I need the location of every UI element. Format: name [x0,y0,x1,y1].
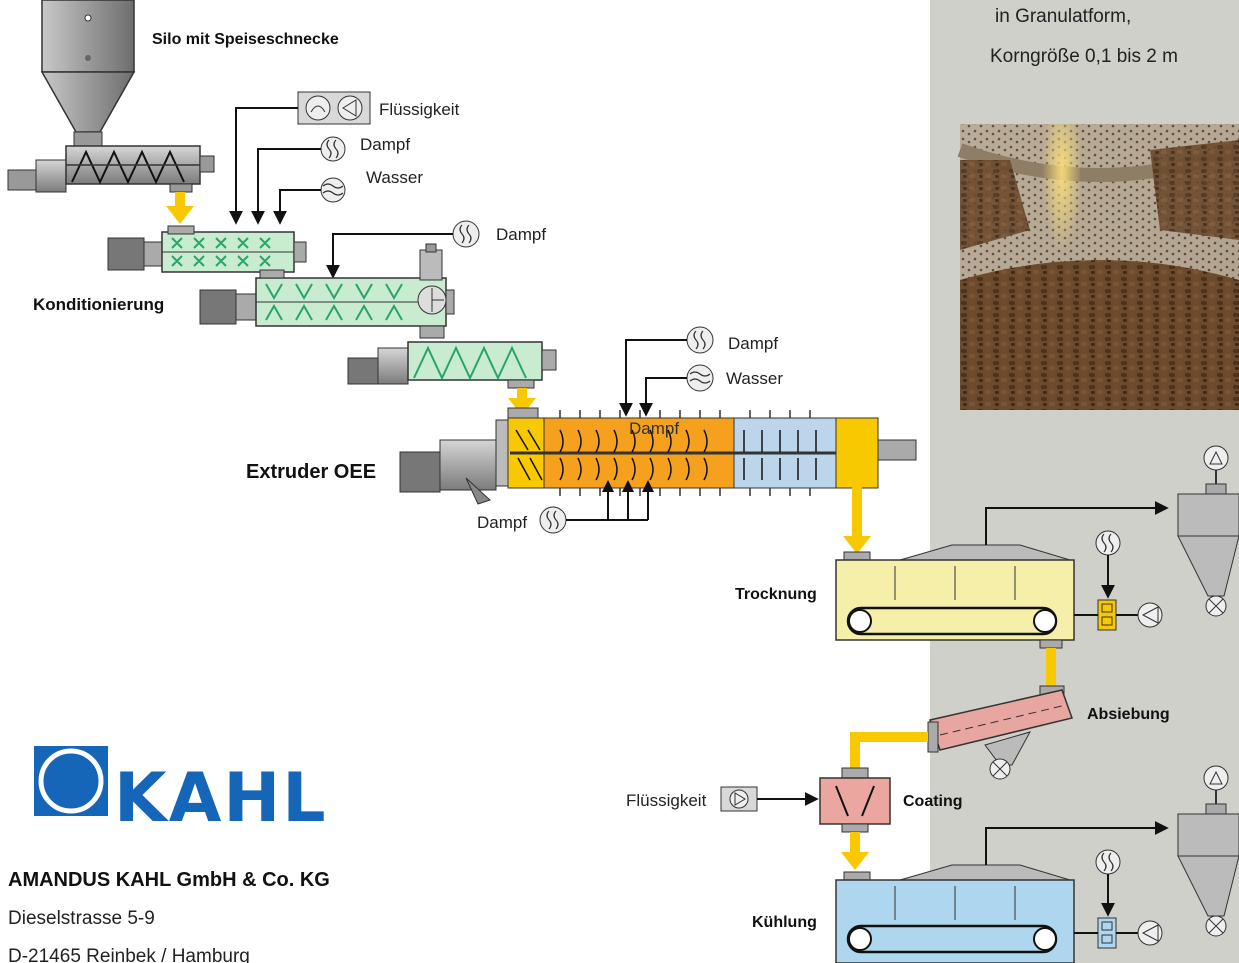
medium-wasser-1: Wasser [366,168,423,187]
label-trocknung: Trocknung [735,586,817,603]
kahl-logo: KAHL [34,740,328,838]
steam-icon [453,221,479,247]
pump-icon-fluessigkeit [298,92,370,124]
info-text-line2: Korngröße 0,1 bis 2 m [990,46,1178,67]
steam-icon [1096,850,1120,874]
steam-icon [540,507,566,533]
cooler [836,865,1074,963]
silo [42,0,134,146]
info-text-line1: in Granulatform, [995,6,1131,27]
company-name: AMANDUS KAHL GmbH & Co. KG [8,869,330,891]
water-icon [687,365,713,391]
company-city: D-21465 Reinbek / Hamburg [8,946,250,963]
svg-text:KAHL: KAHL [114,759,328,838]
fan-icon [1138,603,1162,627]
label-konditionierung: Konditionierung [33,295,164,314]
label-silo: Silo mit Speiseschnecke [152,31,339,48]
medium-fluessigkeit-coating: Flüssigkeit [626,791,707,810]
label-extruder: Extruder OEE [246,461,376,483]
company-street: Dieselstrasse 5-9 [8,908,155,929]
pump-icon [721,787,757,811]
fan-icon [1138,921,1162,945]
steam-icon [687,327,713,353]
steam-icon [321,137,345,161]
water-icon [321,178,345,202]
label-kuehlung: Kühlung [752,914,817,931]
feed-screw [8,146,214,192]
medium-dampf-3: Dampf [728,334,778,353]
medium-dampf-4: Dampf [477,513,527,532]
medium-fluessigkeit-top: Flüssigkeit [379,100,460,119]
photo-pellets [960,124,1239,410]
medium-dampf-1: Dampf [360,135,410,154]
label-coating: Coating [903,793,963,810]
label-absiebung: Absiebung [1087,706,1170,723]
medium-wasser-2: Wasser [726,369,783,388]
medium-dampf-2: Dampf [496,225,546,244]
steam-icon [1096,531,1120,555]
coater [820,768,890,832]
dryer [836,545,1074,648]
transfer-screw [348,342,556,388]
extruder-overlay-text: Dampf [629,419,679,438]
